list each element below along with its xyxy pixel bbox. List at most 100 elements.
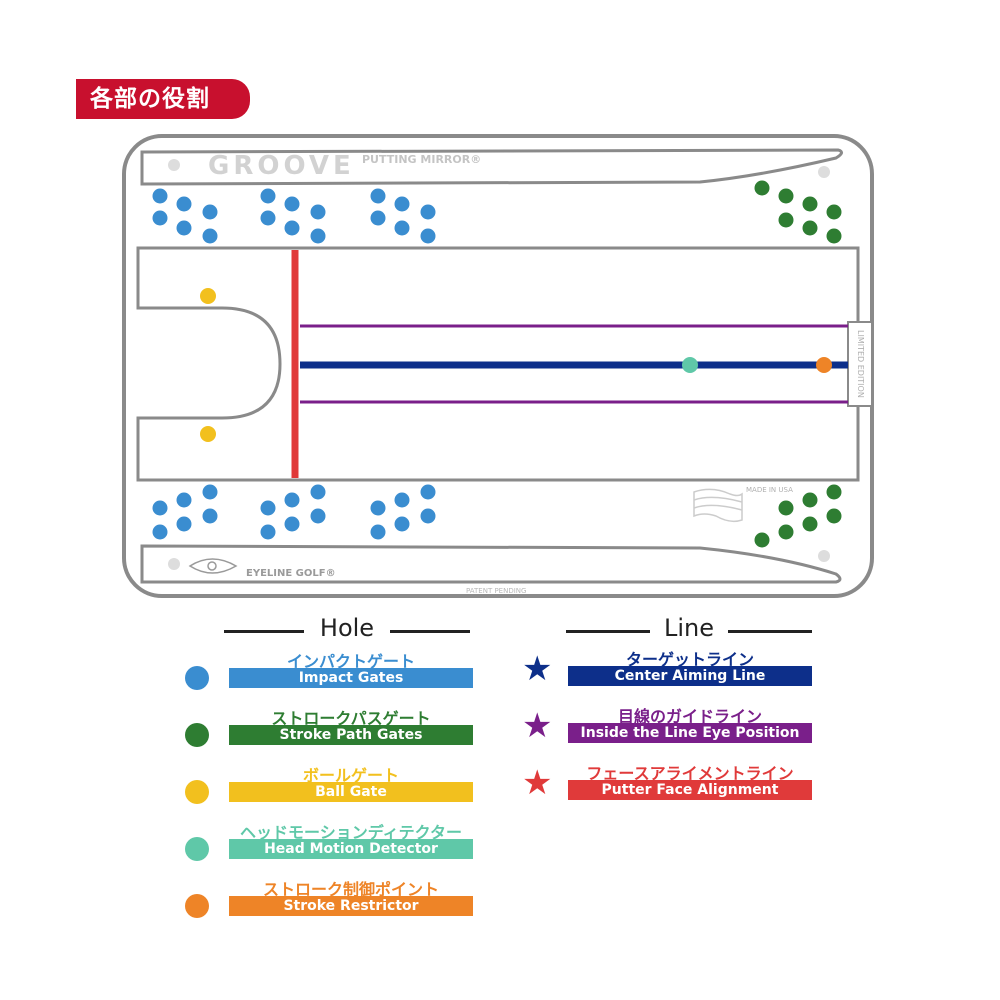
impact-gate-hole xyxy=(420,204,436,220)
impact-gate-hole xyxy=(284,220,300,236)
impact-gate-hole xyxy=(420,508,436,524)
impact-gate-hole xyxy=(310,228,326,244)
impact-gate-hole xyxy=(284,492,300,508)
impact-gate-hole xyxy=(394,220,410,236)
impact-gate-hole xyxy=(394,492,410,508)
impact-gate-hole xyxy=(310,204,326,220)
stroke-restrictor-hole xyxy=(816,357,832,373)
screw-hole xyxy=(818,550,830,562)
impact-gate-hole xyxy=(370,500,386,516)
ball-gate-hole xyxy=(200,288,216,304)
made-in-text: MADE IN USA xyxy=(746,486,793,494)
hole-heading-text: Hole xyxy=(319,614,375,642)
stroke-path-gate-hole xyxy=(826,204,842,220)
impact-gate-hole xyxy=(260,188,276,204)
heading-rule-left xyxy=(566,630,650,633)
star-icon: ★ xyxy=(522,649,553,689)
hole-legend-jp: ストローク制御ポイント xyxy=(262,880,439,899)
top-sweep xyxy=(140,148,843,186)
impact-gate-hole xyxy=(152,524,168,540)
edition-text: LIMITED EDITION xyxy=(856,330,865,398)
impact-gate-hole xyxy=(310,508,326,524)
bottom-sweep xyxy=(140,544,842,584)
stroke-path-gate-hole xyxy=(826,228,842,244)
impact-gate-hole xyxy=(176,220,192,236)
stroke-path-gate-hole xyxy=(802,220,818,236)
eye-logo-icon xyxy=(188,558,238,574)
heading-rule-right xyxy=(390,630,470,633)
head-motion-detector-hole xyxy=(682,357,698,373)
line-heading-text: Line xyxy=(663,614,714,642)
impact-gate-hole xyxy=(310,484,326,500)
section-title-tag: 各部の役割 xyxy=(76,79,250,119)
impact-gate-hole xyxy=(152,188,168,204)
hole-legend-jp: ストロークパスゲート xyxy=(271,709,431,728)
stroke-path-gate-hole xyxy=(802,196,818,212)
impact-gate-hole xyxy=(394,196,410,212)
right-tab xyxy=(847,321,873,407)
ball-gate-hole xyxy=(200,426,216,442)
hole-legend-jp: ヘッドモーションディテクター xyxy=(240,823,462,842)
product-text: PUTTING MIRROR® xyxy=(362,153,481,166)
patent-text: PATENT PENDING xyxy=(466,587,526,595)
brand-text: GROOVE xyxy=(208,151,355,181)
hole-legend-dot xyxy=(185,837,209,861)
line-legend-bar: Putter Face Alignment xyxy=(568,780,812,800)
impact-gate-hole xyxy=(370,524,386,540)
line-legend-bar: Inside the Line Eye Position xyxy=(568,723,812,743)
impact-gate-hole xyxy=(202,228,218,244)
hole-legend-dot xyxy=(185,894,209,918)
impact-gate-hole xyxy=(152,500,168,516)
eye-logo-pupil xyxy=(207,561,217,571)
hole-legend-dot xyxy=(185,666,209,690)
star-icon: ★ xyxy=(522,706,553,746)
screw-hole xyxy=(818,166,830,178)
impact-gate-hole xyxy=(420,228,436,244)
impact-gate-hole xyxy=(202,204,218,220)
star-icon: ★ xyxy=(522,763,553,803)
impact-gate-hole xyxy=(370,188,386,204)
impact-gate-hole xyxy=(260,210,276,226)
impact-gate-hole xyxy=(370,210,386,226)
line-legend-jp: ターゲットライン xyxy=(625,650,754,669)
hole-legend-jp: ボールゲート xyxy=(302,766,399,785)
impact-gate-hole xyxy=(394,516,410,532)
stroke-path-gate-hole xyxy=(826,508,842,524)
hole-legend-bar: Head Motion Detector xyxy=(229,839,473,859)
impact-gate-hole xyxy=(260,524,276,540)
usa-flag-icon xyxy=(693,488,743,523)
stroke-path-gate-hole xyxy=(778,524,794,540)
impact-gate-hole xyxy=(202,484,218,500)
impact-gate-hole xyxy=(420,484,436,500)
impact-gate-hole xyxy=(176,492,192,508)
impact-gate-hole xyxy=(284,196,300,212)
impact-gate-hole xyxy=(176,516,192,532)
line-legend-jp: 目線のガイドライン xyxy=(617,707,762,726)
line-legend-heading: Line xyxy=(566,614,812,642)
impact-gate-hole xyxy=(202,508,218,524)
heading-rule-left xyxy=(224,630,304,633)
hole-legend-dot xyxy=(185,723,209,747)
putting-mirror-diagram: GROOVE PUTTING MIRROR® EYELINE GOLF® MAD… xyxy=(122,134,874,598)
impact-gate-hole xyxy=(284,516,300,532)
stroke-path-gate-hole xyxy=(802,492,818,508)
impact-gate-hole xyxy=(176,196,192,212)
hole-legend-dot xyxy=(185,780,209,804)
hole-legend-jp: インパクトゲート xyxy=(286,652,415,671)
stroke-path-gate-hole xyxy=(778,500,794,516)
hole-legend-bar: Stroke Restrictor xyxy=(229,896,473,916)
hole-legend-heading: Hole xyxy=(224,614,470,642)
stroke-path-gate-hole xyxy=(754,532,770,548)
stroke-path-gate-hole xyxy=(802,516,818,532)
screw-hole xyxy=(168,558,180,570)
stroke-path-gate-hole xyxy=(826,484,842,500)
hole-legend-bar: Ball Gate xyxy=(229,782,473,802)
stroke-path-gate-hole xyxy=(778,212,794,228)
impact-gate-hole xyxy=(152,210,168,226)
stroke-path-gate-hole xyxy=(754,180,770,196)
line-legend-jp: フェースアライメントライン xyxy=(586,764,794,783)
hole-legend-bar: Stroke Path Gates xyxy=(229,725,473,745)
inner-channel xyxy=(136,246,860,482)
stroke-path-gate-hole xyxy=(778,188,794,204)
hole-legend-bar: Impact Gates xyxy=(229,668,473,688)
